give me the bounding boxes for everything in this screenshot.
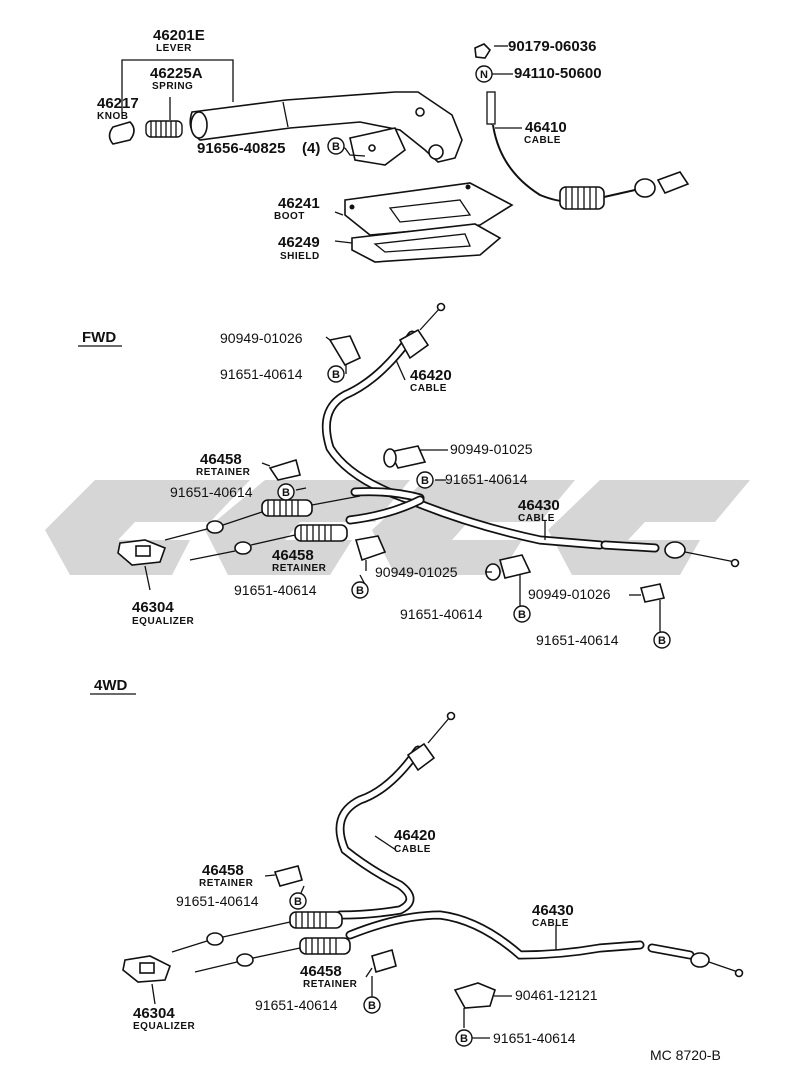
b-badge: B [513,605,531,623]
part-name-awd-retainer-1: RETAINER [199,878,254,889]
part-name-equalizer: EQUALIZER [132,616,195,627]
svg-text:B: B [332,369,340,381]
nut-part [474,43,492,59]
section-label-fwd: FWD [82,329,116,346]
b-badge: B [351,581,369,599]
part-number-clamp-top: 90949-01026 [220,330,303,346]
part-number-nut: 90179-06036 [508,38,596,55]
svg-text:B: B [421,475,429,487]
part-number-clamp-right: 90949-01026 [528,586,611,602]
part-number-awd-front-cable: 46420 [394,827,436,844]
part-number-retainer-2: 46458 [272,547,314,564]
part-number-awd-retainer-1: 46458 [202,862,244,879]
part-number-front-cable: 46420 [410,367,452,384]
svg-text:B: B [332,141,340,153]
part-name-knob: KNOB [97,111,128,122]
part-number-awd-rear-cable: 46430 [532,902,574,919]
part-number-awd-bolt-retainer-1: 91651-40614 [176,893,259,909]
part-number-awd-bolt-clamp: 91651-40614 [493,1030,576,1046]
part-number-retainer-1: 46458 [200,451,242,468]
part-name-retainer-1: RETAINER [196,467,251,478]
awd-cable-assembly [122,711,744,1039]
bolt-quantity: (4) [302,140,320,157]
b-badge: B [327,137,345,155]
b-badge: B [653,631,671,649]
lever-assembly: N B [108,43,690,263]
diagram-reference-code: MC 8720-B [650,1047,721,1063]
part-number-awd-clamp: 90461-12121 [515,987,598,1003]
part-name-awd-equalizer: EQUALIZER [133,1021,196,1032]
part-number-bolt-right: 91651-40614 [536,632,619,648]
b-badge: B [455,1029,473,1047]
part-name-awd-front-cable: CABLE [394,844,431,855]
part-number-lever: 46201E [153,27,205,44]
knob-part [108,121,135,145]
b-badge: B [416,471,434,489]
part-number-spring: 46225A [150,65,203,82]
part-number-knob: 46217 [97,95,139,112]
part-number-awd-retainer-2: 46458 [300,963,342,980]
svg-text:B: B [294,896,302,908]
section-label-4wd: 4WD [94,677,128,694]
part-number-clamp-low: 90949-01025 [375,564,458,580]
part-number-shield: 46249 [278,234,320,251]
part-name-retainer-2: RETAINER [272,563,327,574]
fwd-cable-assembly [117,302,740,632]
part-number-boot: 46241 [278,195,320,212]
svg-text:B: B [518,609,526,621]
part-number-bolt: 91656-40825 [197,140,285,157]
part-number-bolt-low: 91651-40614 [400,606,483,622]
svg-text:B: B [460,1033,468,1045]
part-name-rear-cable: CABLE [518,513,555,524]
part-name-shield: SHIELD [280,251,320,262]
shield-part [351,223,502,263]
part-number-bolt-top: 91651-40614 [220,366,303,382]
part-name-lever: LEVER [156,43,192,54]
b-badge: B [363,996,381,1014]
part-name-lever-cable: CABLE [524,135,561,146]
b-badge: B [277,483,295,501]
part-name-boot: BOOT [274,211,305,222]
part-name-front-cable: CABLE [410,383,447,394]
n-nut-badge: N [475,65,493,83]
part-number-lever-cable: 46410 [525,119,567,136]
part-number-bolt-retainer-2: 91651-40614 [234,582,317,598]
spring-part [145,120,183,138]
svg-text:N: N [480,69,488,81]
part-number-clamp-mid: 90949-01025 [450,441,533,457]
svg-text:B: B [356,585,364,597]
b-badge: B [289,892,307,910]
part-name-awd-rear-cable: CABLE [532,918,569,929]
svg-text:B: B [282,487,290,499]
part-number-equalizer: 46304 [132,599,174,616]
part-number-bolt-mid: 91651-40614 [445,471,528,487]
part-number-n-nut: 94110-50600 [514,65,602,82]
part-number-rear-cable: 46430 [518,497,560,514]
lever-cable-part [486,91,690,210]
part-name-awd-retainer-2: RETAINER [303,979,358,990]
part-number-awd-bolt-retainer-2: 91651-40614 [255,997,338,1013]
part-number-awd-equalizer: 46304 [133,1005,175,1022]
part-name-spring: SPRING [152,81,193,92]
svg-text:B: B [658,635,666,647]
svg-text:B: B [368,1000,376,1012]
boot-part [344,182,514,236]
b-badge: B [327,365,345,383]
part-number-bolt-retainer-1: 91651-40614 [170,484,253,500]
